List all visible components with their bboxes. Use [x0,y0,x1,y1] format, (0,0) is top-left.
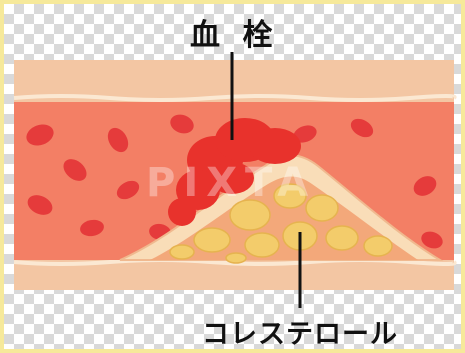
thrombus-blob [249,128,301,164]
cholesterol-globule [364,236,392,256]
watermark: PIXTA [146,160,316,206]
cholesterol-globule [194,228,230,252]
cholesterol-globule [226,253,246,263]
cholesterol-globule [170,245,194,259]
cholesterol-globule [326,226,358,250]
cholesterol-label: コレステロール [202,312,398,351]
cholesterol-globule [245,233,279,257]
thrombus-label: 血 栓 [190,10,278,54]
